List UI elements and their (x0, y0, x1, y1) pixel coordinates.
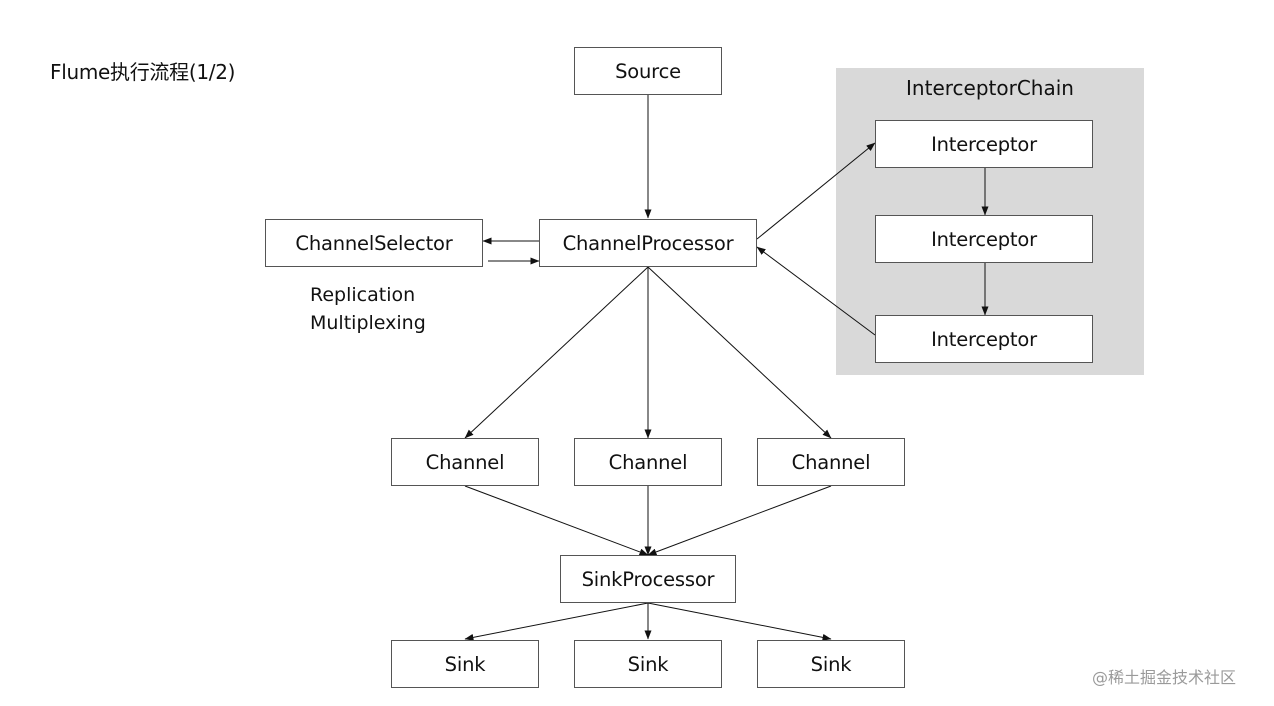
watermark: @稀土掘金技术社区 (1092, 668, 1237, 687)
sink-node-3: Sink (757, 640, 905, 688)
interceptor-node-3: Interceptor (875, 315, 1093, 363)
channel-processor-node: ChannelProcessor (539, 219, 757, 267)
selector-mode-multiplexing: Multiplexing (310, 312, 426, 334)
diagram-title: Flume执行流程(1/2) (50, 60, 236, 84)
interceptor-chain-label: InterceptorChain (906, 76, 1074, 100)
sink-node-1: Sink (391, 640, 539, 688)
edge-channel-3-to-sinkprocessor (647, 485, 832, 556)
edge-processor-to-interceptor-1 (756, 142, 876, 240)
edge-sinkprocessor-to-sink-1 (464, 602, 649, 641)
edge-channel-1-to-sinkprocessor (464, 485, 649, 556)
interceptor-node-1: Interceptor (875, 120, 1093, 168)
channel-node-2: Channel (574, 438, 722, 486)
selector-mode-replication: Replication (310, 284, 416, 306)
channel-node-1: Channel (391, 438, 539, 486)
edge-processor-to-channel-1 (464, 266, 649, 439)
sink-processor-node: SinkProcessor (560, 555, 736, 603)
channel-node-3: Channel (757, 438, 905, 486)
interceptor-node-2: Interceptor (875, 215, 1093, 263)
source-node: Source (574, 47, 722, 95)
edge-sinkprocessor-to-sink-3 (647, 602, 832, 641)
channel-selector-node: ChannelSelector (265, 219, 483, 267)
edge-interceptor-3-to-processor (756, 246, 876, 336)
sink-node-2: Sink (574, 640, 722, 688)
edge-processor-to-channel-3 (647, 266, 832, 439)
